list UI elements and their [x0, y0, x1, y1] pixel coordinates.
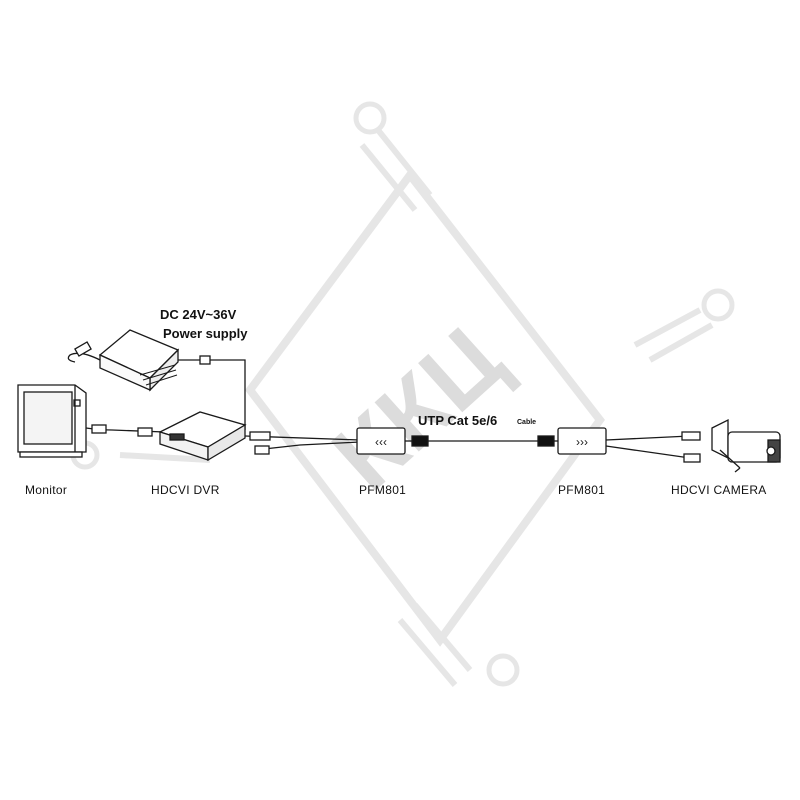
dvr-icon: [158, 411, 247, 462]
svg-text:‹‹‹: ‹‹‹: [375, 435, 387, 449]
camera-icon: [711, 418, 781, 473]
cable-suffix-label: Cable: [517, 419, 537, 426]
monitor-label: Monitor: [25, 483, 68, 497]
transceiver-right-label: PFM801: [558, 483, 606, 497]
dvr-label: HDCVI DVR: [151, 483, 220, 497]
svg-text:›››: ›››: [576, 435, 588, 449]
camera-label: HDCVI CAMERA: [671, 483, 767, 497]
watermark-logo: [70, 101, 735, 687]
power-cable: [178, 355, 246, 430]
power-supply-icon: [67, 329, 180, 392]
coax-cable-right: [605, 431, 701, 463]
coax-cable-left: [244, 431, 361, 455]
power-supply-voltage-label: DC 24V~36V: [160, 307, 237, 322]
power-supply-label: Power supply: [163, 326, 248, 341]
transceiver-right-icon: ›››: [557, 427, 607, 455]
monitor-icon: [17, 384, 87, 458]
video-cable-monitor-dvr: [85, 424, 166, 437]
transceiver-left-label: PFM801: [359, 483, 407, 497]
cable-type-label: UTP Cat 5e/6: [418, 413, 498, 428]
transceiver-left-icon: ‹‹‹: [356, 427, 406, 455]
utp-cable: [405, 435, 560, 447]
